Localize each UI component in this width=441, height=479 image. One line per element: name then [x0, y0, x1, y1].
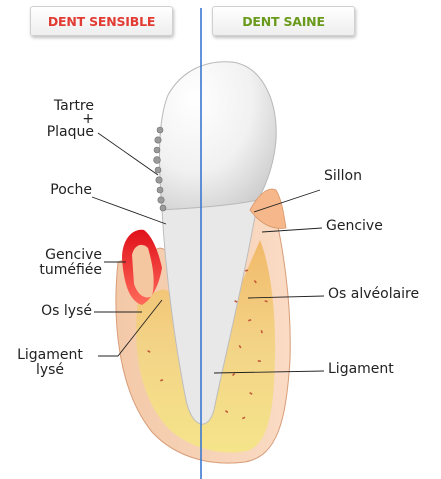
label-poche: Poche — [20, 183, 92, 198]
label-sillon: Sillon — [324, 169, 362, 184]
leader-tartre — [98, 133, 158, 175]
label-ligament: Ligament — [328, 362, 394, 377]
label-os-lyse: Os lysé — [10, 304, 92, 319]
label-os-alveolaire: Os alvéolaire — [328, 287, 419, 302]
leader-poche — [92, 197, 166, 224]
tooth-crown — [160, 62, 277, 210]
label-tartre: Tartre + Plaque — [30, 99, 94, 140]
label-gencive-tumefiee: Gencive tuméfiée — [10, 248, 102, 278]
label-gencive: Gencive — [326, 219, 383, 234]
label-ligament-lyse: Ligament lysé — [4, 348, 96, 378]
